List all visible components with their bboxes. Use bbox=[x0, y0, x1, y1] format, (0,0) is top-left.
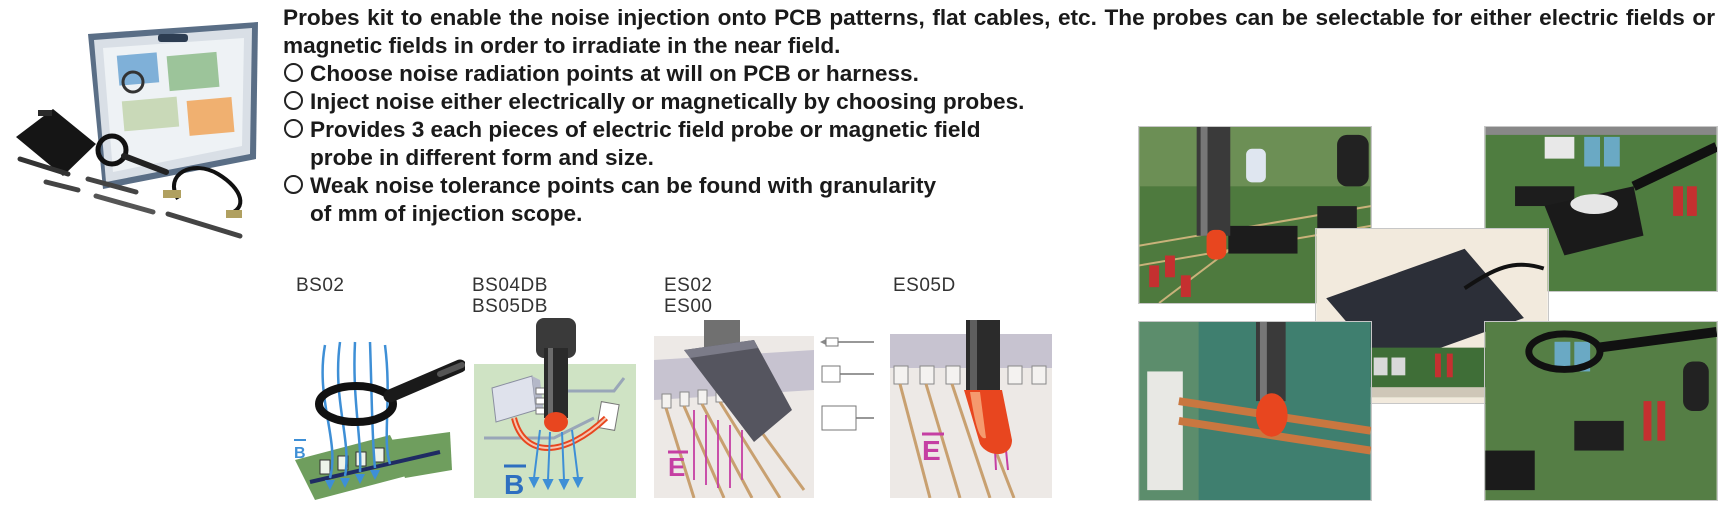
probe-model-name: ES05D bbox=[893, 275, 956, 296]
b-field-symbol: B bbox=[294, 445, 306, 462]
pcb-photo-flat-cable bbox=[1138, 321, 1372, 501]
probe-label-es05d: ES05D bbox=[893, 275, 956, 296]
bullet-item: Inject noise either electrically or magn… bbox=[283, 88, 1715, 116]
bullet-item: Weak noise tolerance points can be found… bbox=[283, 172, 1715, 228]
e-field-symbol: E bbox=[668, 452, 685, 482]
es05d-probe-illustration: E bbox=[890, 320, 1052, 498]
probe-label-bs04db-bs05db: BS04DB BS05DB bbox=[472, 275, 548, 317]
circle-bullet-icon bbox=[284, 63, 303, 82]
bullet-text: Provides 3 each pieces of electric field… bbox=[310, 117, 981, 170]
kit-case-photo bbox=[16, 22, 258, 239]
bullet-item: Provides 3 each pieces of electric field… bbox=[283, 116, 1715, 172]
probe-label-es02-es00: ES02 ES00 bbox=[664, 275, 712, 317]
e-field-symbol: E bbox=[922, 435, 941, 466]
probe-model-name: BS04DB bbox=[472, 275, 548, 296]
circle-bullet-icon bbox=[284, 119, 303, 138]
intro-paragraph: Probes kit to enable the noise injection… bbox=[283, 5, 1715, 58]
probe-model-name: ES00 bbox=[664, 296, 713, 317]
bullet-text: Weak noise tolerance points can be found… bbox=[310, 173, 937, 226]
bullet-text: Inject noise either electrically or magn… bbox=[310, 89, 1025, 114]
probe-model-name: ES02 bbox=[664, 275, 713, 296]
probe-model-name: BS05DB bbox=[472, 296, 548, 317]
circle-bullet-icon bbox=[284, 175, 303, 194]
bs02-loop-probe-illustration: B bbox=[294, 341, 465, 500]
probe-label-bs02: BS02 bbox=[296, 275, 344, 296]
bullet-item: Choose noise radiation points at will on… bbox=[283, 60, 1715, 88]
bullet-text: Choose noise radiation points at will on… bbox=[310, 61, 919, 86]
intro-section: Probes kit to enable the noise injection… bbox=[283, 4, 1715, 228]
es02-probe-illustration: E bbox=[654, 320, 814, 498]
bs04db-probe-illustration: B bbox=[474, 318, 636, 498]
pcb-photo-loop-probe-display bbox=[1484, 321, 1718, 501]
circle-bullet-icon bbox=[284, 91, 303, 110]
probe-model-name: BS02 bbox=[296, 275, 345, 296]
probe-shapes-legend bbox=[820, 337, 874, 431]
b-field-symbol: B bbox=[504, 469, 524, 498]
